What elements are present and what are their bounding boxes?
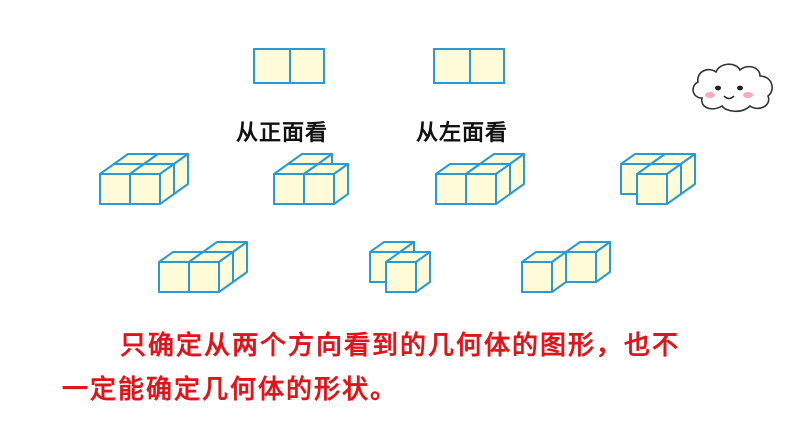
cube <box>385 251 431 293</box>
solid-2-cubes-offset <box>521 241 611 293</box>
solid-3-cubes-back-left <box>273 153 349 205</box>
view-cell <box>289 50 323 82</box>
solid-3-cubes-back-right <box>435 153 525 205</box>
solid-3-cubes-back-right-variant <box>158 241 248 293</box>
cube <box>565 241 611 283</box>
cube <box>129 163 175 205</box>
cube <box>188 251 234 293</box>
caption-line-2: 一定能确定几何体的形状。 <box>62 375 399 405</box>
cube <box>521 251 567 293</box>
front-view-label: 从正面看 <box>236 121 329 146</box>
view-cell <box>255 50 289 82</box>
caption: 只确定从两个方向看到的几何体的图形，也不 一定能确定几何体的形状。 <box>0 324 794 414</box>
left-view-shape <box>433 48 505 84</box>
cloud-mascot-icon <box>692 63 773 113</box>
cube <box>303 163 349 205</box>
caption-line-1: 只确定从两个方向看到的几何体的图形，也不 <box>120 331 681 361</box>
left-view-label: 从左面看 <box>416 121 509 146</box>
view-cell <box>469 50 503 82</box>
solid-3-cubes-front-right <box>620 153 696 205</box>
cube <box>465 163 511 205</box>
solid-4-cubes-square <box>99 153 189 205</box>
front-view-shape <box>253 48 325 84</box>
cube <box>636 163 682 205</box>
solid-2-cubes-diagonal <box>369 241 431 293</box>
view-cell <box>435 50 469 82</box>
